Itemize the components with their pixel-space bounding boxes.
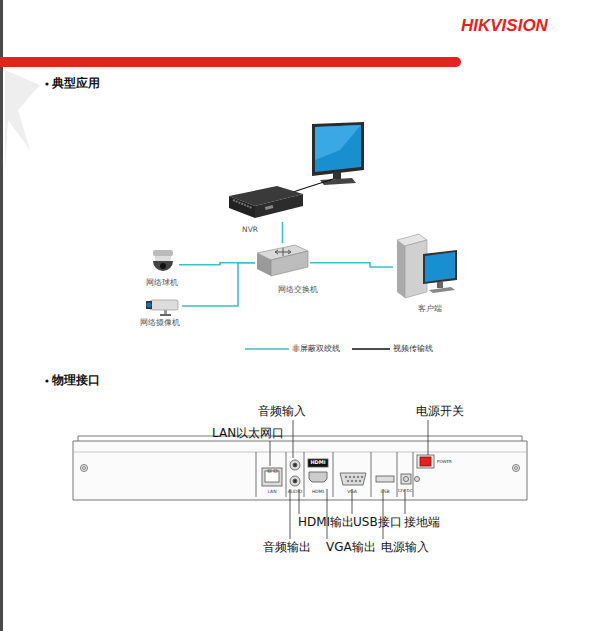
- watermark-shape: [5, 70, 40, 170]
- port-marking: HDMI: [310, 460, 325, 466]
- network-cable: [282, 222, 283, 243]
- port-marking: 12V DC: [398, 489, 413, 494]
- port-marking: POWER: [437, 460, 452, 465]
- device-label: 网络球机: [146, 279, 178, 287]
- brand-logo: HIKVISION: [461, 16, 548, 36]
- legend-item: 视频传输线: [352, 343, 433, 354]
- callout-label: LAN以太网口: [212, 427, 284, 441]
- port-marking: HDMI: [312, 489, 324, 494]
- cam-icon: [142, 297, 182, 317]
- dome-camera: 网络球机: [147, 248, 179, 276]
- callout-label: 音频输出: [263, 541, 311, 555]
- callout-label: 接地端: [404, 516, 440, 530]
- callout-label: 电源输入: [381, 541, 429, 555]
- legend-text: 视频传输线: [393, 343, 433, 354]
- legend-sample: [352, 344, 390, 354]
- red-bar: [0, 57, 461, 67]
- nvr-device: NVR: [225, 180, 305, 222]
- callout-label: VGA输出: [326, 541, 376, 555]
- device-label: 客户端: [418, 305, 442, 313]
- legend-text: 非屏蔽双绞线: [292, 343, 340, 354]
- port-marking: USB: [380, 489, 389, 494]
- video-cable: [293, 179, 333, 192]
- section-heading: 典型应用: [52, 77, 100, 91]
- section-heading: 物理接口: [52, 374, 100, 388]
- rear-panel: [73, 436, 527, 500]
- callout-label: HDMI输出: [298, 516, 354, 530]
- device-label: NVR: [242, 226, 258, 234]
- sw-icon: [255, 243, 310, 279]
- port-marking: VGA: [347, 489, 357, 494]
- network-cable: [182, 263, 255, 306]
- port-marking: LAN: [267, 489, 276, 494]
- monitor-illustration: [312, 122, 364, 185]
- bullet-dot: [45, 82, 48, 85]
- callout-label: 音频输入: [258, 405, 306, 419]
- dome-icon: [147, 248, 179, 276]
- bullet-camera: 网络摄像机: [142, 297, 182, 317]
- port-marking: AUDIO: [288, 489, 303, 494]
- device-label: 网络交换机: [278, 286, 318, 294]
- callout-label: USB接口: [353, 516, 402, 530]
- bullet-dot: [45, 379, 48, 382]
- pc-icon: [393, 232, 461, 302]
- network-cable: [310, 263, 393, 267]
- legend-sample: [245, 344, 289, 354]
- switch-device: 网络交换机: [255, 243, 310, 279]
- callout-label: 电源开关: [416, 405, 464, 419]
- client-pc: 客户端: [393, 232, 461, 302]
- device-label: 网络摄像机: [140, 319, 180, 327]
- legend-item: 非屏蔽双绞线: [245, 343, 340, 354]
- side-strip: [0, 0, 3, 631]
- nvr-icon: [225, 180, 305, 222]
